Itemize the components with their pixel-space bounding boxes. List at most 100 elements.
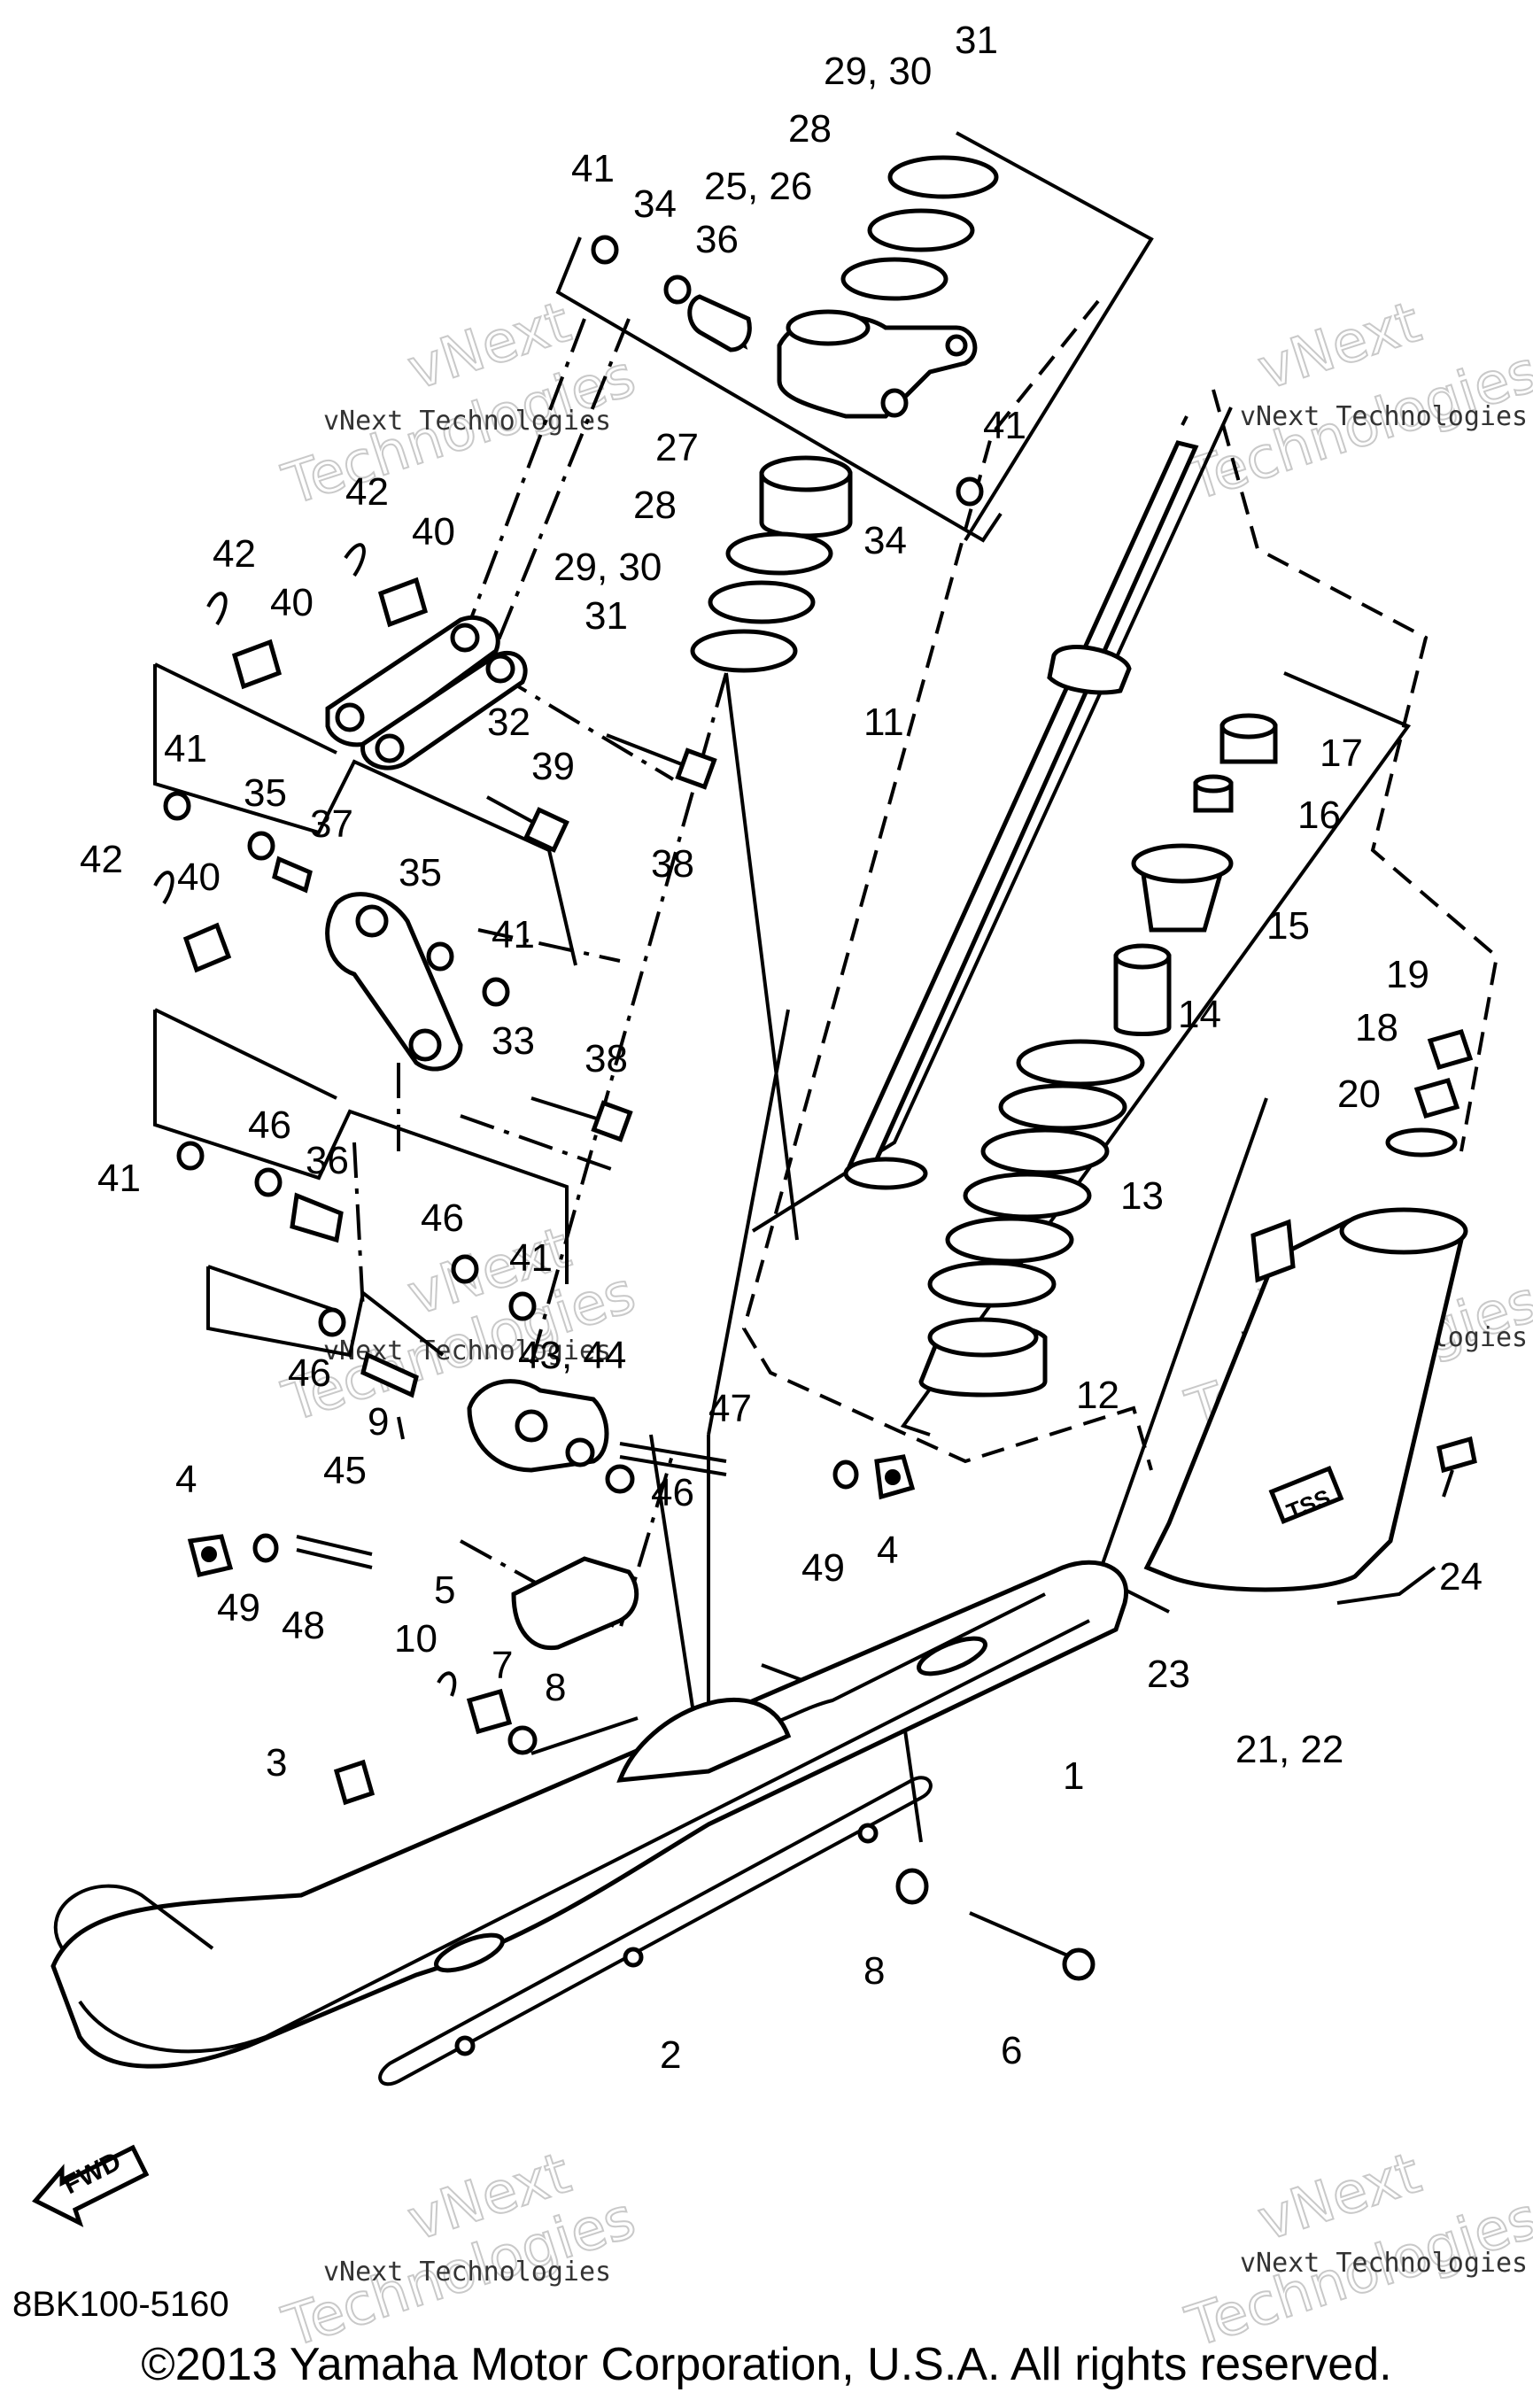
runner-stud [623,1947,644,1968]
runner-stud [454,2035,476,2056]
callout-46: 46 [651,1471,694,1514]
callout-40: 40 [270,581,314,624]
part-49-washer [252,1533,279,1563]
part-18-nut [1413,1077,1460,1119]
callout-45: 45 [323,1449,367,1492]
callout-23: 23 [1147,1653,1190,1696]
part-41-cap [956,476,984,507]
nut-hole [885,1469,901,1485]
callout-34: 34 [863,519,907,562]
spring-coil [927,1260,1057,1308]
part-39-bolt [486,795,537,825]
ski-slot [434,1932,505,1973]
callout-29-30: 29, 30 [824,50,932,93]
callout-8: 8 [545,1666,566,1709]
arm-bore [786,309,871,346]
part-49-washer [832,1460,859,1490]
arm-hole [945,334,968,357]
part-6-bolt [969,1911,1072,1959]
callout-4: 4 [175,1458,197,1501]
part-42-cotter-pin [206,592,228,626]
lower-arm-parts [176,892,633,1321]
spindle-hole [515,1409,548,1443]
damper-collar [1047,645,1132,695]
group-line [707,1009,790,1436]
callout-16: 16 [1297,794,1341,837]
callout-38: 38 [651,842,694,886]
callouts: 31 29, 30 28 25, 26 36 34 41 41 34 27 28… [80,19,1483,2077]
part-20-washer [1385,1127,1458,1158]
part-40-nut [377,577,429,628]
group-line [751,406,1233,1233]
part-47-bolt [619,1455,727,1476]
part-29-30-washer [867,208,975,252]
fwd-arrow: FWD [32,2144,150,2227]
group-line [352,1142,365,1312]
callout-46: 46 [288,1351,331,1395]
part-35-bushing [247,831,275,861]
callout-11: 11 [863,701,904,744]
part-41-cap [482,977,510,1007]
spring-coil [945,1216,1074,1264]
group-line [1212,389,1499,1152]
callout-3: 3 [266,1741,287,1785]
callout-41: 41 [983,404,1026,447]
callout-8: 8 [863,1949,885,1993]
callout-21-22: 21, 22 [1235,1728,1343,1771]
callout-38: 38 [585,1037,628,1080]
link-hole [335,702,365,732]
callout-40: 40 [412,510,455,554]
part-10-cotter-pin [437,1671,457,1697]
fwd-arrow-icon [32,2144,150,2227]
part-47-bolt [619,1442,727,1463]
part-35-bushing [426,941,454,972]
part-3-nut [333,1759,376,1806]
callout-29-30: 29, 30 [554,546,662,589]
watermark-text: vNext Technologies [323,2257,611,2288]
part-34-bushing [663,275,692,305]
part-34-bushing [880,388,909,418]
damper-rod-tip [1181,415,1188,426]
callout-43-44: 43, 44 [518,1334,626,1377]
nut-hole [201,1546,217,1562]
part-24-bolt-head [1436,1436,1477,1474]
part-8-washer [507,1725,538,1755]
shock-top [1339,1207,1468,1255]
ski-assembly [50,1560,1128,2087]
callout-49: 49 [217,1586,260,1630]
callout-32: 32 [487,701,530,744]
callout-5: 5 [434,1568,455,1612]
part-41-cap [163,791,191,821]
part-40-nut [182,922,232,973]
group-line [459,318,586,647]
link-hole [485,654,515,684]
callout-48: 48 [282,1604,325,1647]
part-6-bolt-head [1062,1947,1096,1981]
part-42-cotter-pin [344,543,366,577]
callout-27: 27 [655,426,699,469]
bushing-top [1219,713,1278,739]
group-line [153,664,577,966]
callout-13: 13 [1120,1174,1164,1218]
callout-14: 14 [1178,993,1221,1036]
group-line [1336,1566,1436,1605]
callout-12: 12 [1076,1374,1119,1417]
part-41-cap [508,1291,537,1321]
group-line [207,1265,337,1312]
callout-41: 41 [571,147,615,190]
part-42-cotter-pin [153,871,174,905]
callout-20: 20 [1337,1072,1381,1116]
spindle-hole [565,1437,595,1467]
steering-bracket-parts [591,155,999,673]
part-37-collar [272,856,313,894]
part-36-collar [290,1192,344,1243]
ski-saddle [616,1698,792,1783]
callout-2: 2 [660,2033,681,2077]
bump-stop-top [1113,943,1172,970]
callout-46: 46 [421,1196,464,1240]
callout-31: 31 [955,19,998,62]
part-46-bushing [605,1464,635,1494]
callout-33: 33 [492,1019,535,1063]
group-line [956,131,1154,542]
callout-19: 19 [1386,953,1429,996]
